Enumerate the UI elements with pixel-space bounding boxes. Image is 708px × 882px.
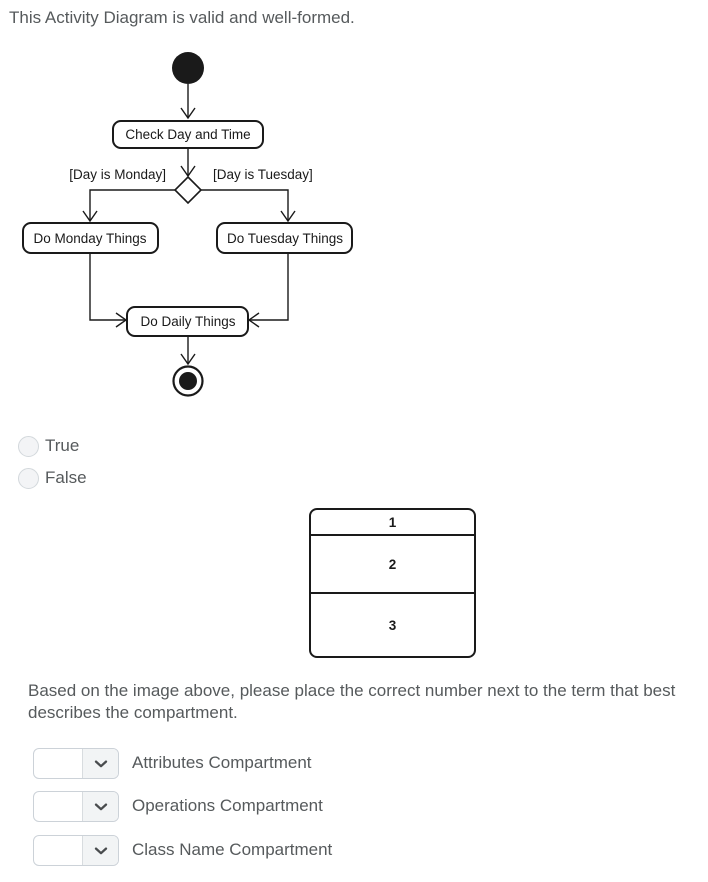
radio-button-icon[interactable] [18, 467, 39, 489]
chevron-down-icon [82, 749, 118, 778]
activity-diagram: Check Day and Time [Day is Monday] [Day … [22, 52, 353, 397]
flow-arrow [247, 253, 289, 328]
compartment-3: 3 [311, 594, 474, 656]
question-title: This Activity Diagram is valid and well-… [9, 8, 355, 27]
flow-arrow [180, 336, 196, 366]
initial-node-icon [172, 52, 204, 84]
match-row-class-name: Class Name Compartment [33, 835, 332, 866]
flow-arrow [200, 189, 296, 223]
question-prompt: Based on the image above, please place t… [28, 680, 675, 723]
action-label-check: Check Day and Time [125, 127, 250, 142]
radio-button-icon[interactable] [18, 435, 39, 457]
prompt-line: Based on the image above, please place t… [28, 681, 676, 700]
select-label: Operations Compartment [132, 796, 323, 815]
radio-label: False [45, 468, 87, 487]
select-label: Class Name Compartment [132, 840, 333, 859]
guard-label-tuesday: [Day is Tuesday] [213, 167, 313, 182]
flow-arrow [82, 189, 175, 223]
prompt-line: describes the compartment. [28, 702, 238, 722]
class-name-select[interactable] [33, 835, 119, 866]
radio-label: True [45, 436, 80, 455]
compartment-number: 2 [388, 556, 397, 572]
compartment-1: 1 [311, 510, 474, 536]
chevron-down-icon [82, 792, 118, 821]
guard-label-monday: [Day is Monday] [69, 167, 166, 182]
match-row-operations: Operations Compartment [33, 791, 323, 822]
class-diagram-box: 1 2 3 [309, 508, 476, 658]
radio-option-true[interactable]: True [18, 435, 79, 457]
operations-select[interactable] [33, 791, 119, 822]
compartment-2: 2 [311, 536, 474, 594]
compartment-number: 1 [388, 514, 397, 530]
match-row-attributes: Attributes Compartment [33, 748, 312, 779]
attributes-select[interactable] [33, 748, 119, 779]
action-label-tuesday: Do Tuesday Things [227, 231, 343, 246]
action-label-monday: Do Monday Things [33, 231, 146, 246]
chevron-down-icon [82, 836, 118, 865]
select-value [34, 792, 82, 821]
final-node-inner-icon [179, 372, 197, 390]
select-label: Attributes Compartment [132, 753, 312, 772]
select-value [34, 836, 82, 865]
action-node-tuesday [216, 222, 353, 254]
action-label-daily: Do Daily Things [140, 314, 235, 329]
flow-arrow [89, 253, 128, 328]
radio-option-false[interactable]: False [18, 467, 87, 489]
flow-arrow [180, 84, 196, 120]
flow-arrow [180, 148, 196, 178]
compartment-number: 3 [388, 617, 397, 633]
decision-diamond-icon [173, 175, 203, 205]
select-value [34, 749, 82, 778]
